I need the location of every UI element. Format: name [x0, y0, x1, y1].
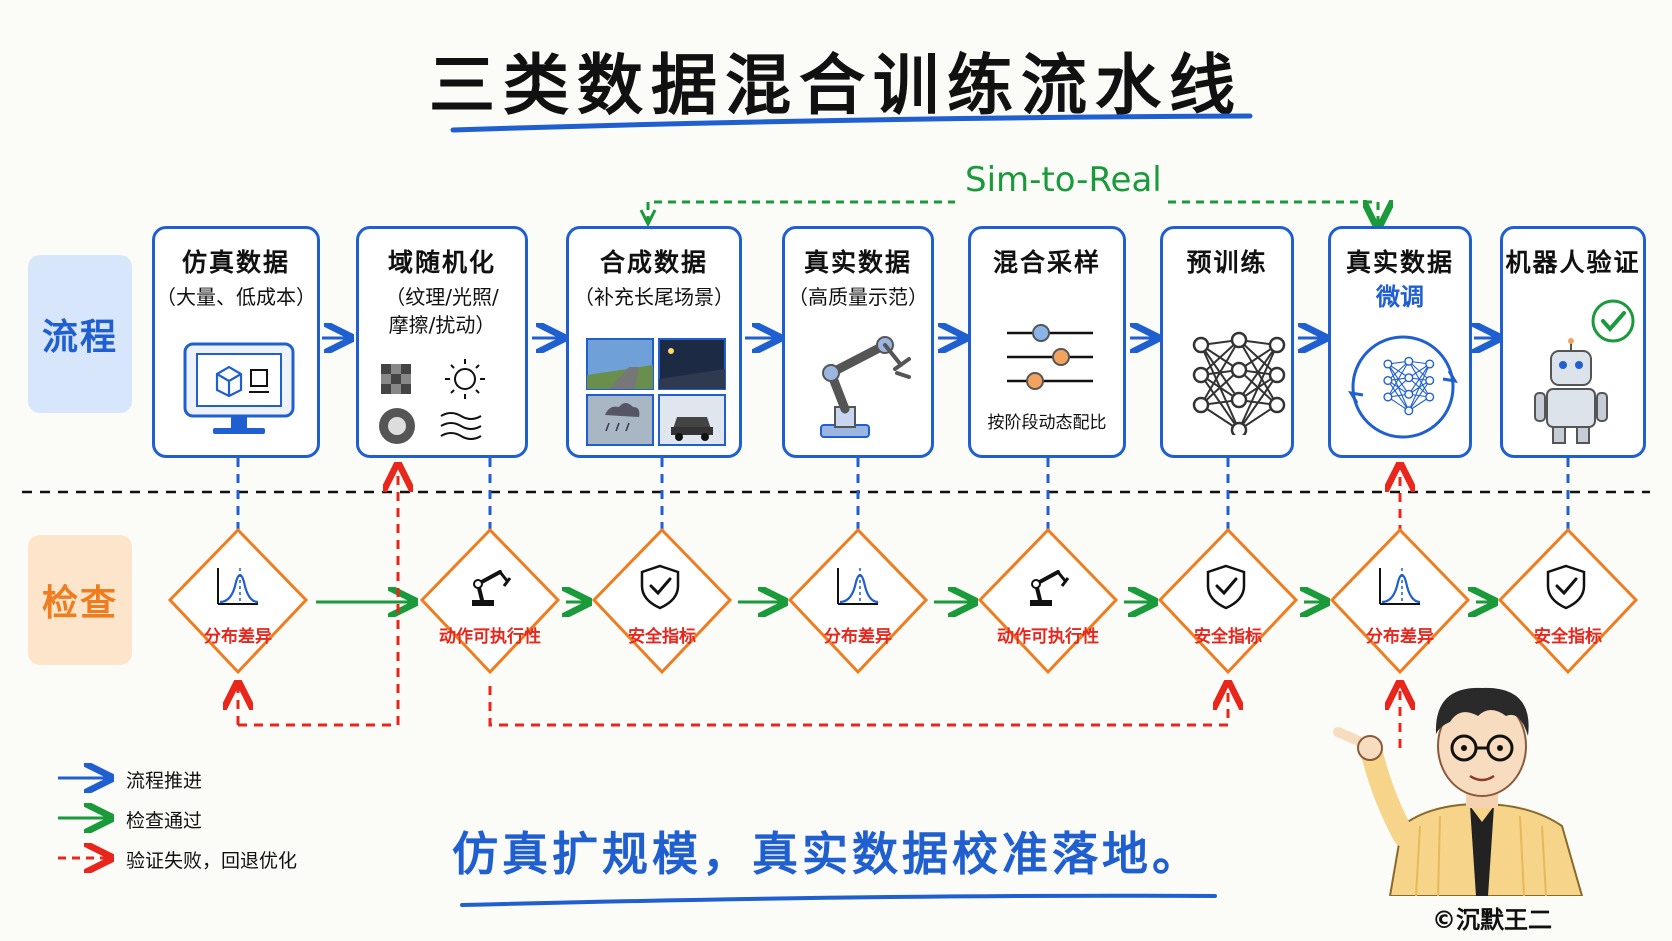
legend-flow: 流程推进	[126, 770, 203, 792]
slogan: 仿真扩规模，真实数据校准落地。	[452, 827, 1202, 881]
stage-name: 域随机化	[387, 248, 496, 277]
stage-synthetic-data: 合成数据 （补充长尾场景）	[566, 226, 742, 458]
distribution-icon	[217, 568, 259, 605]
stage-sub: （大量、低成本）	[156, 285, 316, 309]
check-label: 动作可执行性	[997, 627, 1099, 647]
stage-name: 混合采样	[992, 248, 1101, 277]
shield-check-icon	[640, 564, 680, 610]
sim-to-real-loop-right	[1168, 202, 1378, 224]
robot-arm-icon	[820, 336, 911, 438]
lane-label-check: 检查	[28, 535, 132, 665]
check-label: 安全指标	[1534, 627, 1602, 647]
stage-sub: 微调	[1376, 283, 1424, 311]
finetune-cycle-icon	[1348, 335, 1458, 439]
check-label: 分布差异	[1366, 627, 1434, 647]
stage-sub: （补充长尾场景）	[574, 285, 734, 309]
robot-arm-icon	[472, 570, 512, 606]
stage-name: 预训练	[1186, 248, 1268, 277]
texture-light-wave-icons	[379, 359, 485, 444]
stage-name: 合成数据	[599, 248, 708, 277]
legend-pass: 检查通过	[126, 810, 203, 832]
stage-real-data: 真实数据 （高质量示范）	[782, 226, 934, 458]
stage-domain-random: 域随机化 （纹理/光照/ 摩擦/扰动）	[356, 226, 528, 458]
shield-check-icon	[1546, 564, 1586, 610]
computer-cube-icon	[183, 342, 295, 434]
fail-loops	[238, 468, 1400, 748]
signature: ©沉默王二	[1432, 906, 1552, 934]
check-label: 分布差异	[824, 627, 892, 647]
stage-mix-sampling: 混合采样 按阶段动态配比	[968, 226, 1126, 458]
distribution-icon	[1379, 568, 1421, 605]
page-title: 三类数据混合训练流水线	[429, 47, 1243, 124]
lane-label-flow: 流程	[28, 255, 132, 413]
sliders-icon	[1007, 324, 1093, 390]
check-label: 分布差异	[204, 627, 272, 647]
stage-name: 仿真数据	[181, 248, 290, 277]
stage-sim-data: 仿真数据 （大量、低成本）	[152, 226, 320, 458]
stage-sub: （高质量示范）	[788, 285, 928, 309]
stage-note: 按阶段动态配比	[987, 413, 1107, 433]
shield-check-icon	[1206, 564, 1246, 610]
check-label: 动作可执行性	[439, 627, 541, 647]
stage-real-finetune: 真实数据 微调	[1328, 226, 1472, 458]
legend-fail: 验证失败，回退优化	[126, 850, 298, 872]
robot-arm-icon	[1030, 570, 1070, 606]
stage-name: 机器人验证	[1505, 248, 1641, 277]
stage-check-links	[236, 458, 1570, 530]
distribution-icon	[837, 568, 879, 605]
check-label: 安全指标	[628, 627, 696, 647]
stage-robot-verify: 机器人验证	[1500, 226, 1646, 458]
stage-pretrain: 预训练	[1160, 226, 1294, 458]
title-underline	[450, 113, 1253, 133]
presenter-illustration	[1333, 687, 1584, 896]
sim-to-real-label: Sim-to-Real	[965, 160, 1162, 200]
scene-grid-icon	[586, 338, 726, 446]
stage-sub: （纹理/光照/ 摩擦/扰动）	[385, 285, 499, 337]
robot-check-icon	[1534, 299, 1635, 444]
check-diamonds	[167, 527, 1639, 675]
stage-name: 真实数据	[803, 248, 912, 277]
neural-network-icon	[1192, 331, 1286, 435]
stage-name: 真实数据	[1345, 248, 1454, 277]
check-label: 安全指标	[1194, 627, 1262, 647]
sim-to-real-loop-left	[646, 200, 955, 224]
